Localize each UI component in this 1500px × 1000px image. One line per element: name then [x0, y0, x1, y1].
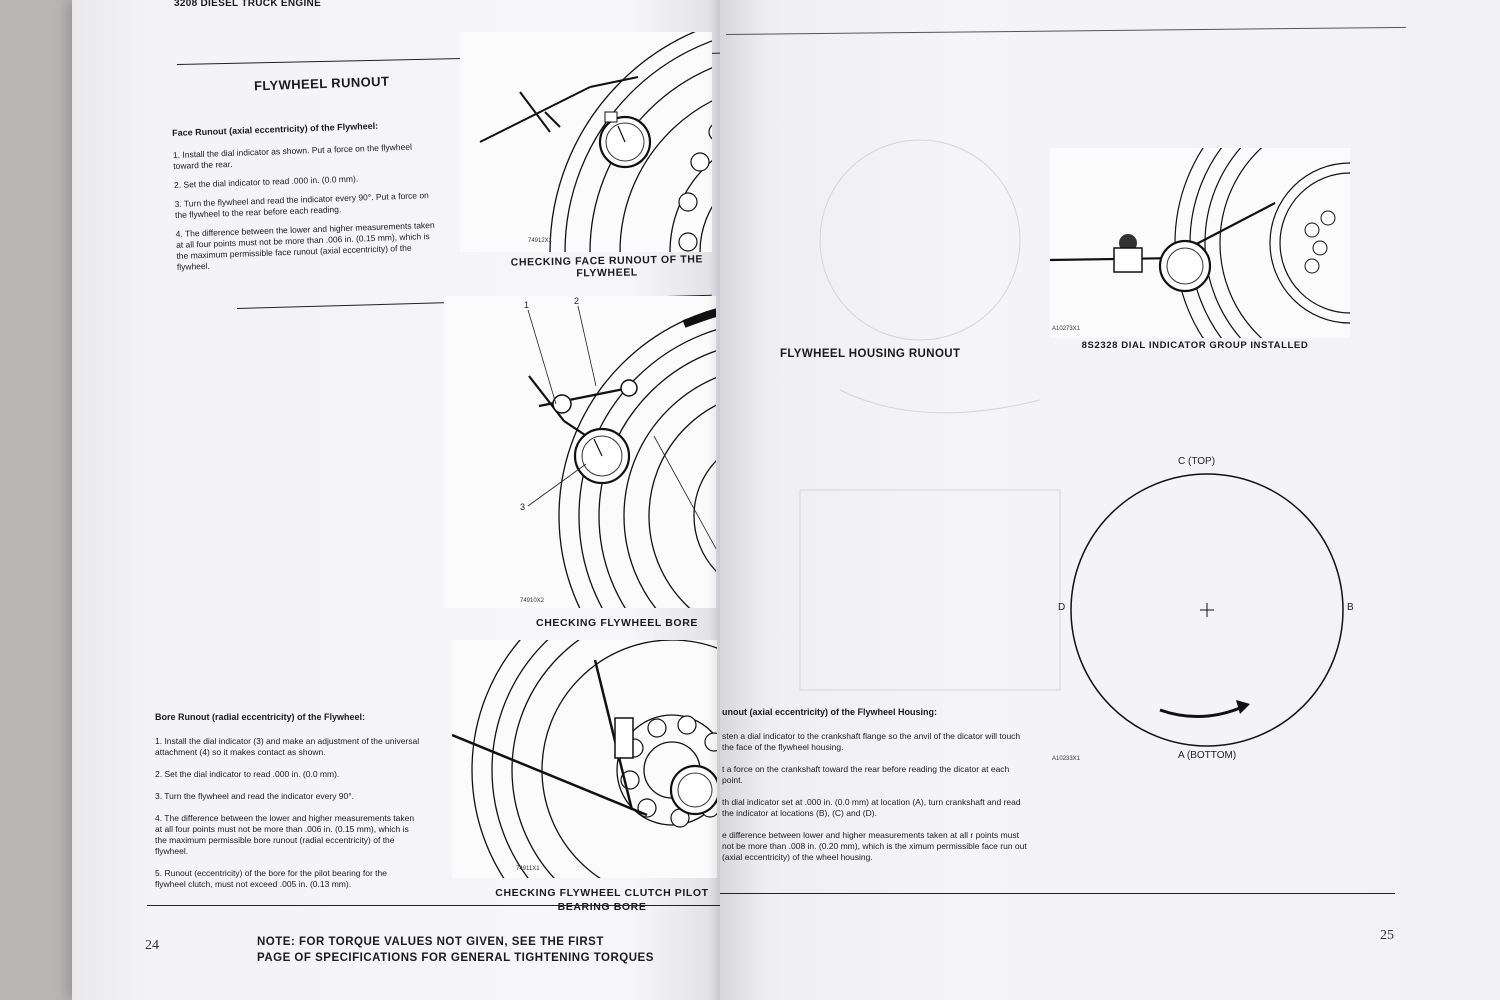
left-page: 3208 DIESEL TRUCK ENGINE FLYWHEEL RUNOUT… [72, 0, 732, 1000]
show-through-art [799, 139, 1061, 691]
torque-note: NOTE: FOR TORQUE VALUES NOT GIVEN, SEE T… [257, 934, 677, 966]
figure-code: 74910X2 [520, 598, 545, 604]
section-title: FLYWHEEL HOUSING RUNOUT [780, 348, 961, 360]
figure-code: 74911X1 [516, 866, 540, 872]
face-step: 2. Set the dial indicator to read .000 i… [173, 173, 359, 190]
face-step: 3. Turn the flywheel and read the indica… [174, 190, 429, 220]
location-d: D [1058, 602, 1066, 613]
bore-step: 5. Runout (eccentricity) of the bore for… [155, 868, 387, 889]
face-runout-section: Face Runout (axial eccentricity) of the … [172, 119, 437, 273]
page-number: 24 [145, 938, 159, 953]
figure-caption: CHECKING FLYWHEEL BORE [536, 617, 698, 629]
callout-3: 3 [520, 502, 526, 512]
page-number: 25 [1380, 928, 1394, 943]
figure-code: 74912X1 [528, 238, 553, 244]
figure-caption: CHECKING FLYWHEEL CLUTCH PILOT BEARING B… [495, 887, 709, 913]
bore-step: 4. The difference between the lower and … [155, 813, 415, 856]
figure-pilot-bearing-bore: 74911X1 [452, 640, 717, 878]
location-b: B [1347, 602, 1354, 613]
figure-caption: 8S2328 DIAL INDICATOR GROUP INSTALLED [1081, 340, 1309, 351]
running-header: 3208 DIESEL TRUCK ENGINE [174, 0, 322, 9]
footer-rule [720, 893, 1395, 894]
housing-step: t a force on the crankshaft toward the r… [722, 764, 1010, 785]
bore-runout-heading: Bore Runout (radial eccentricity) of the… [155, 712, 366, 722]
section-title: FLYWHEEL RUNOUT [253, 73, 390, 94]
right-page: A10273X1 8S2328 DIAL INDICATOR GROUP INS… [720, 0, 1500, 1000]
location-c: C (TOP) [1178, 456, 1216, 467]
bore-step: 3. Turn the flywheel and read the indica… [155, 791, 355, 801]
bore-runout-section: Bore Runout (radial eccentricity) of the… [155, 712, 420, 890]
runout-location-diagram: C (TOP) B A (BOTTOM) D A10233X1 [1050, 452, 1354, 770]
footer-rule [147, 905, 727, 906]
figure-code: A10233X1 [1052, 756, 1081, 762]
housing-step: sten a dial indicator to the crankshaft … [722, 731, 1021, 752]
face-step: 4. The difference between the lower and … [175, 219, 435, 272]
housing-runout-heading: unout (axial eccentricity) of the Flywhe… [722, 707, 938, 717]
face-runout-heading: Face Runout (axial eccentricity) of the … [172, 120, 379, 138]
face-step: 1. Install the dial indicator as shown. … [172, 141, 413, 171]
torque-note-line: NOTE: FOR TORQUE VALUES NOT GIVEN, SEE T… [257, 936, 604, 948]
bore-step: 2. Set the dial indicator to read .000 i… [155, 769, 340, 779]
callout-1: 1 [524, 300, 530, 310]
bore-step: 1. Install the dial indicator (3) and ma… [155, 736, 420, 757]
location-a: A (BOTTOM) [1178, 750, 1237, 761]
figure-indicator-installed: A10273X1 [1050, 148, 1350, 338]
housing-step: e difference between lower and higher me… [722, 830, 1027, 862]
housing-step: th dial indicator set at .000 in. (0.0 m… [722, 797, 1021, 818]
housing-runout-section: unout (axial eccentricity) of the Flywhe… [722, 707, 1030, 863]
figure-flywheel-bore: 1 2 3 4 74910X2 [444, 296, 716, 608]
callout-2: 2 [574, 296, 580, 306]
header-rule [725, 26, 1406, 35]
figure-code: A10273X1 [1052, 326, 1081, 332]
figure-face-runout: 74912X1 [460, 32, 712, 252]
figure-caption: CHECKING FACE RUNOUT OF THE FLYWHEEL [510, 253, 704, 280]
torque-note-line: PAGE OF SPECIFICATIONS FOR GENERAL TIGHT… [257, 952, 654, 964]
